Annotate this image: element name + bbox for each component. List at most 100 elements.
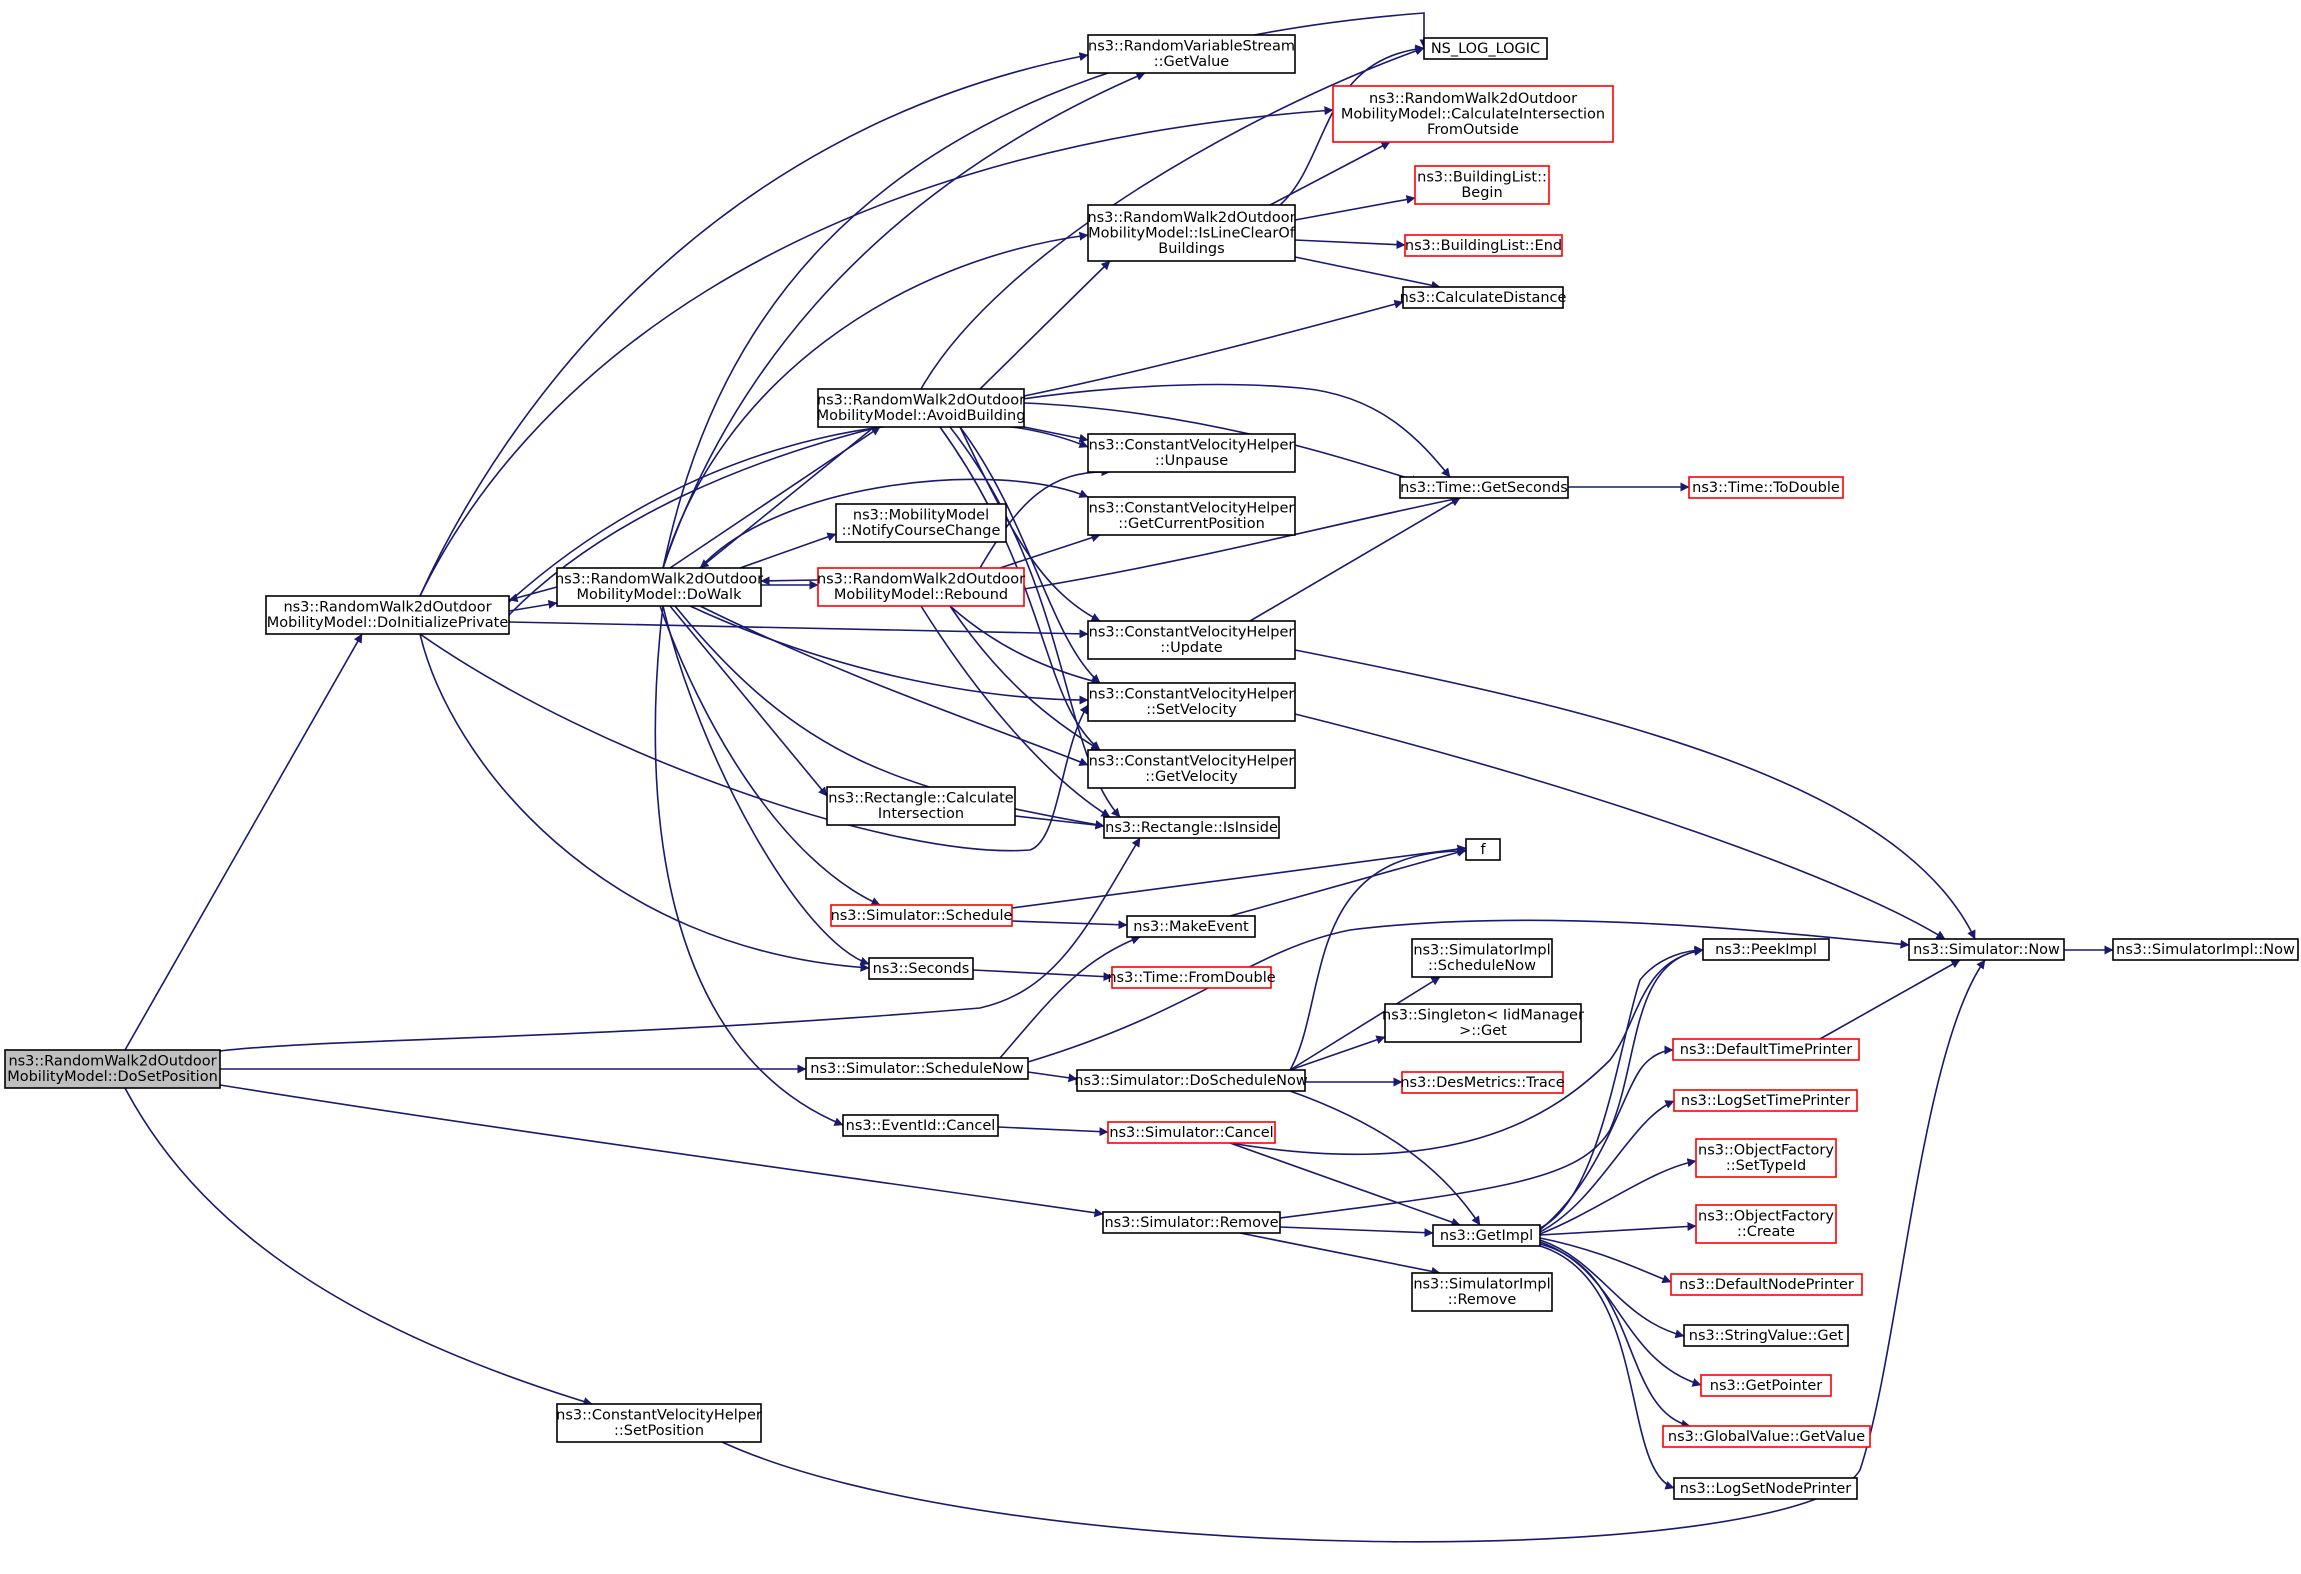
- node-cvhGetVelocity[interactable]: ns3::ConstantVelocityHelper::GetVelocity: [1087, 749, 1296, 789]
- node-label: ns3::SimulatorImpl::Now: [2116, 942, 2295, 958]
- node-f[interactable]: f: [1465, 838, 1501, 861]
- node-globalValueGetValue[interactable]: ns3::GlobalValue::GetValue: [1662, 1425, 1871, 1448]
- node-desMetricsTrace[interactable]: ns3::DesMetrics::Trace: [1400, 1071, 1565, 1094]
- node-avoidBuilding[interactable]: ns3::RandomWalk2dOutdoorMobilityModel::A…: [817, 388, 1026, 428]
- node-doInitializePrivate[interactable]: ns3::RandomWalk2dOutdoorMobilityModel::D…: [265, 595, 510, 635]
- node-eventIdCancel[interactable]: ns3::EventId::Cancel: [842, 1114, 999, 1137]
- node-box: [830, 904, 1013, 927]
- node-simNow[interactable]: ns3::Simulator::Now: [1908, 938, 2065, 961]
- node-box: [1399, 476, 1569, 499]
- node-doSetPosition[interactable]: ns3::RandomWalk2dOutdoorMobilityModel::D…: [4, 1049, 221, 1089]
- edge-simSchedule-to-f: [1011, 844, 1467, 909]
- node-cvhSetPosition[interactable]: ns3::ConstantVelocityHelper::SetPosition: [556, 1403, 762, 1443]
- node-label: ns3::Time::FromDouble: [1107, 970, 1275, 986]
- node-cvhGetCurrentPosition[interactable]: ns3::ConstantVelocityHelper::GetCurrentP…: [1087, 496, 1296, 536]
- node-label: ns3::BuildingList::End: [1405, 238, 1562, 254]
- node-doWalk[interactable]: ns3::RandomWalk2dOutdoorMobilityModel::D…: [555, 567, 763, 607]
- node-singletonGet[interactable]: ns3::Singleton< IidManager >::Get: [1382, 1003, 1584, 1043]
- node-simImplRemove[interactable]: ns3::SimulatorImpl::Remove: [1411, 1272, 1553, 1312]
- edge-doWalk-to-notifyCourseChange: [739, 532, 837, 569]
- node-box: [1683, 1324, 1849, 1347]
- node-label: ns3::SimulatorImpl: [1413, 943, 1550, 959]
- node-rebound[interactable]: ns3::RandomWalk2dOutdoorMobilityModel::R…: [817, 567, 1025, 607]
- node-notifyCourseChange[interactable]: ns3::MobilityModel::NotifyCourseChange: [835, 503, 1007, 543]
- node-nsLogLogic[interactable]: NS_LOG_LOGIC: [1423, 37, 1548, 60]
- node-rvsGetValue[interactable]: ns3::RandomVariableStream::GetValue: [1087, 34, 1296, 74]
- node-isLineClear[interactable]: ns3::RandomWalk2dOutdoorMobilityModel::I…: [1087, 204, 1296, 262]
- node-cvhUpdate[interactable]: ns3::ConstantVelocityHelper::Update: [1087, 620, 1296, 660]
- edge-makeEvent-to-f: [1229, 847, 1467, 917]
- node-buildingListEnd[interactable]: ns3::BuildingList::End: [1404, 234, 1563, 257]
- node-getImpl[interactable]: ns3::GetImpl: [1432, 1224, 1541, 1247]
- node-logSetNodePrinter[interactable]: ns3::LogSetNodePrinter: [1673, 1477, 1858, 1500]
- node-label: ns3::StringValue::Get: [1689, 1328, 1844, 1344]
- node-makeEvent[interactable]: ns3::MakeEvent: [1126, 915, 1256, 938]
- node-box: [1673, 1089, 1858, 1112]
- node-label: ns3::DefaultTimePrinter: [1680, 1042, 1852, 1058]
- node-simImplScheduleNow[interactable]: ns3::SimulatorImpl::ScheduleNow: [1411, 938, 1553, 978]
- node-label: ns3::DesMetrics::Trace: [1400, 1075, 1564, 1091]
- node-timeFromDouble[interactable]: ns3::Time::FromDouble: [1107, 966, 1276, 989]
- node-seconds[interactable]: ns3::Seconds: [868, 957, 974, 980]
- node-box: [1423, 37, 1548, 60]
- node-simScheduleNow[interactable]: ns3::Simulator::ScheduleNow: [805, 1057, 1029, 1080]
- node-label: ns3::RandomWalk2dOutdoor: [8, 1054, 216, 1070]
- edge-simCancel-to-getImpl: [1229, 1142, 1461, 1227]
- node-simCancel[interactable]: ns3::Simulator::Cancel: [1107, 1121, 1276, 1144]
- edge-doInitializePrivate-to-seconds: [419, 633, 870, 972]
- node-calcIntersectionFromOutside[interactable]: ns3::RandomWalk2dOutdoorMobilityModel::C…: [1332, 85, 1614, 143]
- edge-isLineClear-to-buildingListBegin: [1294, 195, 1416, 221]
- edge-getImpl-to-objFactorySetTypeId: [1539, 1158, 1697, 1235]
- node-peekImpl[interactable]: ns3::PeekImpl: [1702, 938, 1830, 961]
- node-simRemove[interactable]: ns3::Simulator::Remove: [1102, 1211, 1281, 1234]
- node-label: MobilityModel::DoSetPosition: [7, 1069, 218, 1085]
- node-label: ns3::Simulator::DoScheduleNow: [1074, 1073, 1308, 1089]
- node-box: [1076, 1069, 1306, 1092]
- edge-rebound-to-timeGetSeconds: [1023, 495, 1461, 590]
- node-defaultTimePrinter[interactable]: ns3::DefaultTimePrinter: [1672, 1038, 1860, 1061]
- node-getPointer[interactable]: ns3::GetPointer: [1700, 1374, 1832, 1397]
- node-label: ns3::ConstantVelocityHelper: [1089, 754, 1295, 770]
- node-rectIsInside[interactable]: ns3::Rectangle::IsInside: [1103, 816, 1280, 839]
- node-box: [1107, 1121, 1276, 1144]
- node-box: [556, 567, 762, 607]
- edge-doInitializePrivate-to-cvhUpdate: [508, 621, 1089, 639]
- edge-rebound-to-cvhSetVelocity: [949, 605, 1101, 686]
- node-box: [2112, 938, 2299, 961]
- node-box: [4, 1049, 221, 1089]
- node-box: [1332, 85, 1614, 143]
- node-stringValueGet[interactable]: ns3::StringValue::Get: [1683, 1324, 1849, 1347]
- node-timeToDouble[interactable]: ns3::Time::ToDouble: [1688, 476, 1844, 499]
- edge-getImpl-to-logSetTimePrinter: [1539, 1100, 1675, 1233]
- node-box: [1102, 1211, 1281, 1234]
- node-timeGetSeconds[interactable]: ns3::Time::GetSeconds: [1399, 476, 1569, 499]
- edge-doInitializePrivate-to-doWalk: [508, 599, 558, 612]
- node-cvhSetVelocity[interactable]: ns3::ConstantVelocityHelper::SetVelocity: [1087, 682, 1296, 722]
- edge-simRemove-to-peekImpl: [1279, 946, 1704, 1219]
- node-rectCalcIntersection[interactable]: ns3::Rectangle::CalculateIntersection: [826, 786, 1016, 826]
- node-label: ns3::Simulator::Schedule: [831, 908, 1013, 924]
- node-cvhUnpause[interactable]: ns3::ConstantVelocityHelper::Unpause: [1087, 433, 1296, 473]
- edge-avoidBuilding-to-cvhGetVelocity: [939, 426, 1101, 751]
- node-objFactorySetTypeId[interactable]: ns3::ObjectFactory::SetTypeId: [1695, 1138, 1837, 1178]
- node-calculateDistance[interactable]: ns3::CalculateDistance: [1400, 286, 1567, 309]
- node-box: [1103, 816, 1280, 839]
- node-defaultNodePrinter[interactable]: ns3::DefaultNodePrinter: [1670, 1273, 1863, 1296]
- node-label: Intersection: [878, 806, 964, 822]
- node-label: ns3::ObjectFactory: [1698, 1209, 1834, 1225]
- node-label: ns3::Singleton< IidManager: [1382, 1008, 1584, 1024]
- node-buildingListBegin[interactable]: ns3::BuildingList::Begin: [1414, 165, 1550, 205]
- node-logSetTimePrinter[interactable]: ns3::LogSetTimePrinter: [1673, 1089, 1858, 1112]
- node-box: [1087, 496, 1296, 536]
- edge-doWalk-to-isLineClear: [662, 231, 1089, 569]
- edge-simScheduleNow-to-makeEvent: [999, 935, 1141, 1059]
- node-objFactoryCreate[interactable]: ns3::ObjectFactory::Create: [1695, 1204, 1837, 1244]
- node-simDoScheduleNow[interactable]: ns3::Simulator::DoScheduleNow: [1074, 1069, 1308, 1092]
- node-simImplNow[interactable]: ns3::SimulatorImpl::Now: [2112, 938, 2299, 961]
- node-box: [1672, 1038, 1860, 1061]
- node-simSchedule[interactable]: ns3::Simulator::Schedule: [830, 904, 1013, 927]
- node-box: [1411, 1272, 1553, 1312]
- node-box: [1670, 1273, 1863, 1296]
- edge-avoidBuilding-to-cvhSetVelocity: [959, 426, 1101, 684]
